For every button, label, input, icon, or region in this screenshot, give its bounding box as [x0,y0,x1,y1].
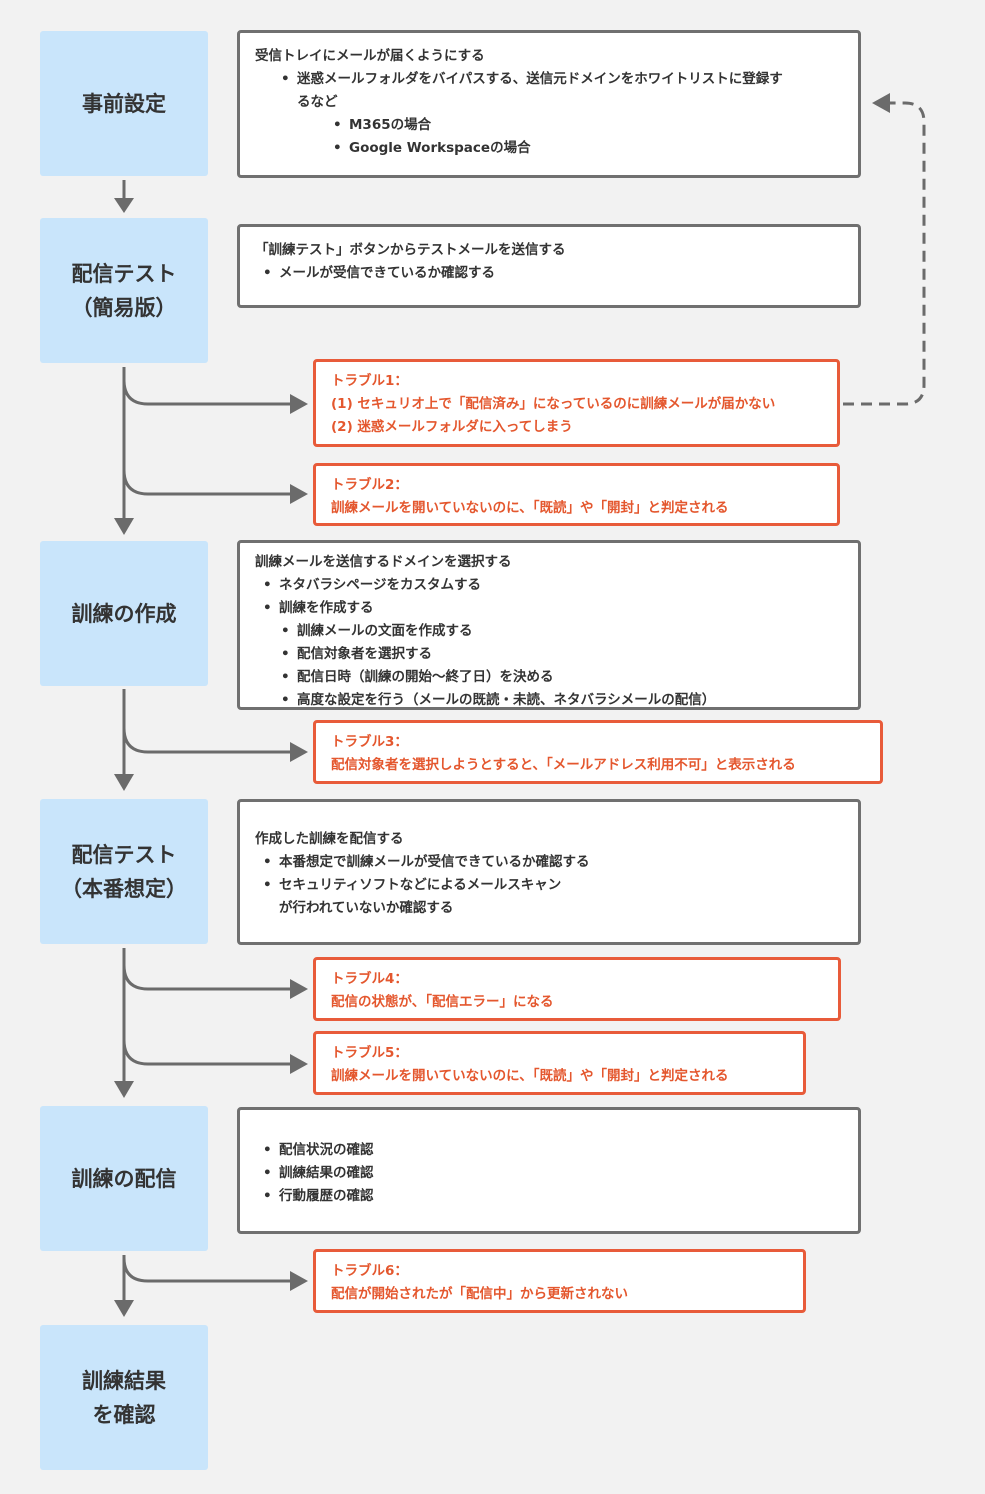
detail-sub-bullet: •高度な設定を行う（メールの既読・未読、ネタバラシメールの配信） [281,692,716,708]
detail-bullet: •訓練を作成する [263,600,374,616]
detail-box-test-simple: 「訓練テスト」ボタンからテストメールを送信する •メールが受信できているか確認す… [237,224,861,308]
trouble-line: 訓練メールを開いていないのに、「既読」や「開封」と判定される [331,500,729,516]
feedback-dashed-arrow [843,93,926,406]
branch-arrow-trouble4 [122,964,308,999]
step-delivery-test-simple: 配信テスト （簡易版） [40,218,208,363]
arrow-step1-to-step2 [114,180,134,213]
detail-bullet: •本番想定で訓練メールが受信できているか確認する [263,854,590,870]
detail-box-create: 訓練メールを送信するドメインを選択する •ネタバラシページをカスタムする •訓練… [237,540,861,710]
step-label: 配信テスト （簡易版） [71,261,177,320]
trouble-line: 訓練メールを開いていないのに、「既読」や「開封」と判定される [331,1068,729,1084]
trouble-line: (2) 迷惑メールフォルダに入ってしまう [331,419,573,435]
detail-sub-bullet: •配信対象者を選択する [281,646,432,662]
trouble-box-1: トラブル1： (1) セキュリオ上で「配信済み」になっているのに訓練メールが届か… [313,359,840,447]
step-label: 訓練結果 を確認 [82,1368,166,1427]
detail-title: 作成した訓練を配信する [255,831,404,847]
trouble-box-4: トラブル4： 配信の状態が、「配信エラー」になる [313,957,841,1021]
detail-bullet: •訓練結果の確認 [263,1165,374,1181]
arrow-step3-to-step4 [114,689,134,791]
detail-bullet: •メールが受信できているか確認する [263,265,495,281]
branch-arrow-trouble2 [122,469,308,504]
detail-box-deliver: •配信状況の確認 •訓練結果の確認 •行動履歴の確認 [237,1107,861,1234]
detail-box-pre-setup: 受信トレイにメールが届くようにする •迷惑メールフォルダをバイパスする、送信元ド… [237,30,861,178]
detail-sub-bullet: •Google Workspaceの場合 [333,140,531,156]
step-label: 事前設定 [82,91,166,116]
detail-title: 受信トレイにメールが届くようにする [255,48,485,64]
step-create-training: 訓練の作成 [40,541,208,686]
branch-arrow-trouble6 [122,1257,308,1291]
step-deliver-training: 訓練の配信 [40,1106,208,1251]
detail-sub-bullet: •訓練メールの文面を作成する [281,623,473,639]
detail-bullet: •迷惑メールフォルダをバイパスする、送信元ドメインをホワイトリストに登録す [281,71,783,87]
trouble-box-3: トラブル3： 配信対象者を選択しようとすると、「メールアドレス利用不可」と表示さ… [313,720,883,784]
branch-arrow-trouble1 [122,379,308,414]
trouble-title: トラブル5： [331,1045,408,1061]
trouble-line: (1) セキュリオ上で「配信済み」になっているのに訓練メールが届かない [331,396,776,412]
step-delivery-test-prod: 配信テスト （本番想定） [40,799,208,944]
trouble-line: 配信が開始されたが「配信中」から更新されない [331,1286,628,1302]
detail-bullet: •行動履歴の確認 [263,1188,374,1204]
step-label: 配信テスト （本番想定） [61,842,187,901]
branch-arrow-trouble3 [122,727,308,762]
detail-box-test-prod: 作成した訓練を配信する •本番想定で訓練メールが受信できているか確認する •セキ… [237,799,861,945]
trouble-line: 配信の状態が、「配信エラー」になる [331,994,554,1010]
detail-bullet-continuation: が行われていないか確認する [279,900,454,916]
step-label: 訓練の作成 [71,601,177,626]
trouble-title: トラブル6： [331,1263,408,1279]
step-pre-setup: 事前設定 [40,31,208,176]
branch-arrow-trouble5 [122,1039,308,1074]
trouble-title: トラブル1： [331,373,408,389]
detail-title: 「訓練テスト」ボタンからテストメールを送信する [255,242,566,258]
detail-bullet-continuation: るなど [297,94,338,110]
step-label: 訓練の配信 [71,1166,177,1191]
detail-title: 訓練メールを送信するドメインを選択する [255,554,512,570]
detail-sub-bullet: •M365の場合 [333,117,432,133]
trouble-box-2: トラブル2： 訓練メールを開いていないのに、「既読」や「開封」と判定される [313,463,840,526]
detail-bullet: •セキュリティソフトなどによるメールスキャン [263,877,562,893]
arrow-step2-to-step3 [114,367,134,535]
trouble-title: トラブル4： [331,971,408,987]
detail-bullet: •配信状況の確認 [263,1142,374,1158]
trouble-box-6: トラブル6： 配信が開始されたが「配信中」から更新されない [313,1249,806,1313]
step-check-results: 訓練結果 を確認 [40,1325,208,1470]
trouble-title: トラブル2： [331,477,408,493]
trouble-title: トラブル3： [331,734,408,750]
detail-bullet: •ネタバラシページをカスタムする [263,577,481,593]
trouble-box-5: トラブル5： 訓練メールを開いていないのに、「既読」や「開封」と判定される [313,1031,806,1095]
trouble-line: 配信対象者を選択しようとすると、「メールアドレス利用不可」と表示される [331,757,796,773]
detail-sub-bullet: •配信日時（訓練の開始〜終了日）を決める [281,669,554,685]
